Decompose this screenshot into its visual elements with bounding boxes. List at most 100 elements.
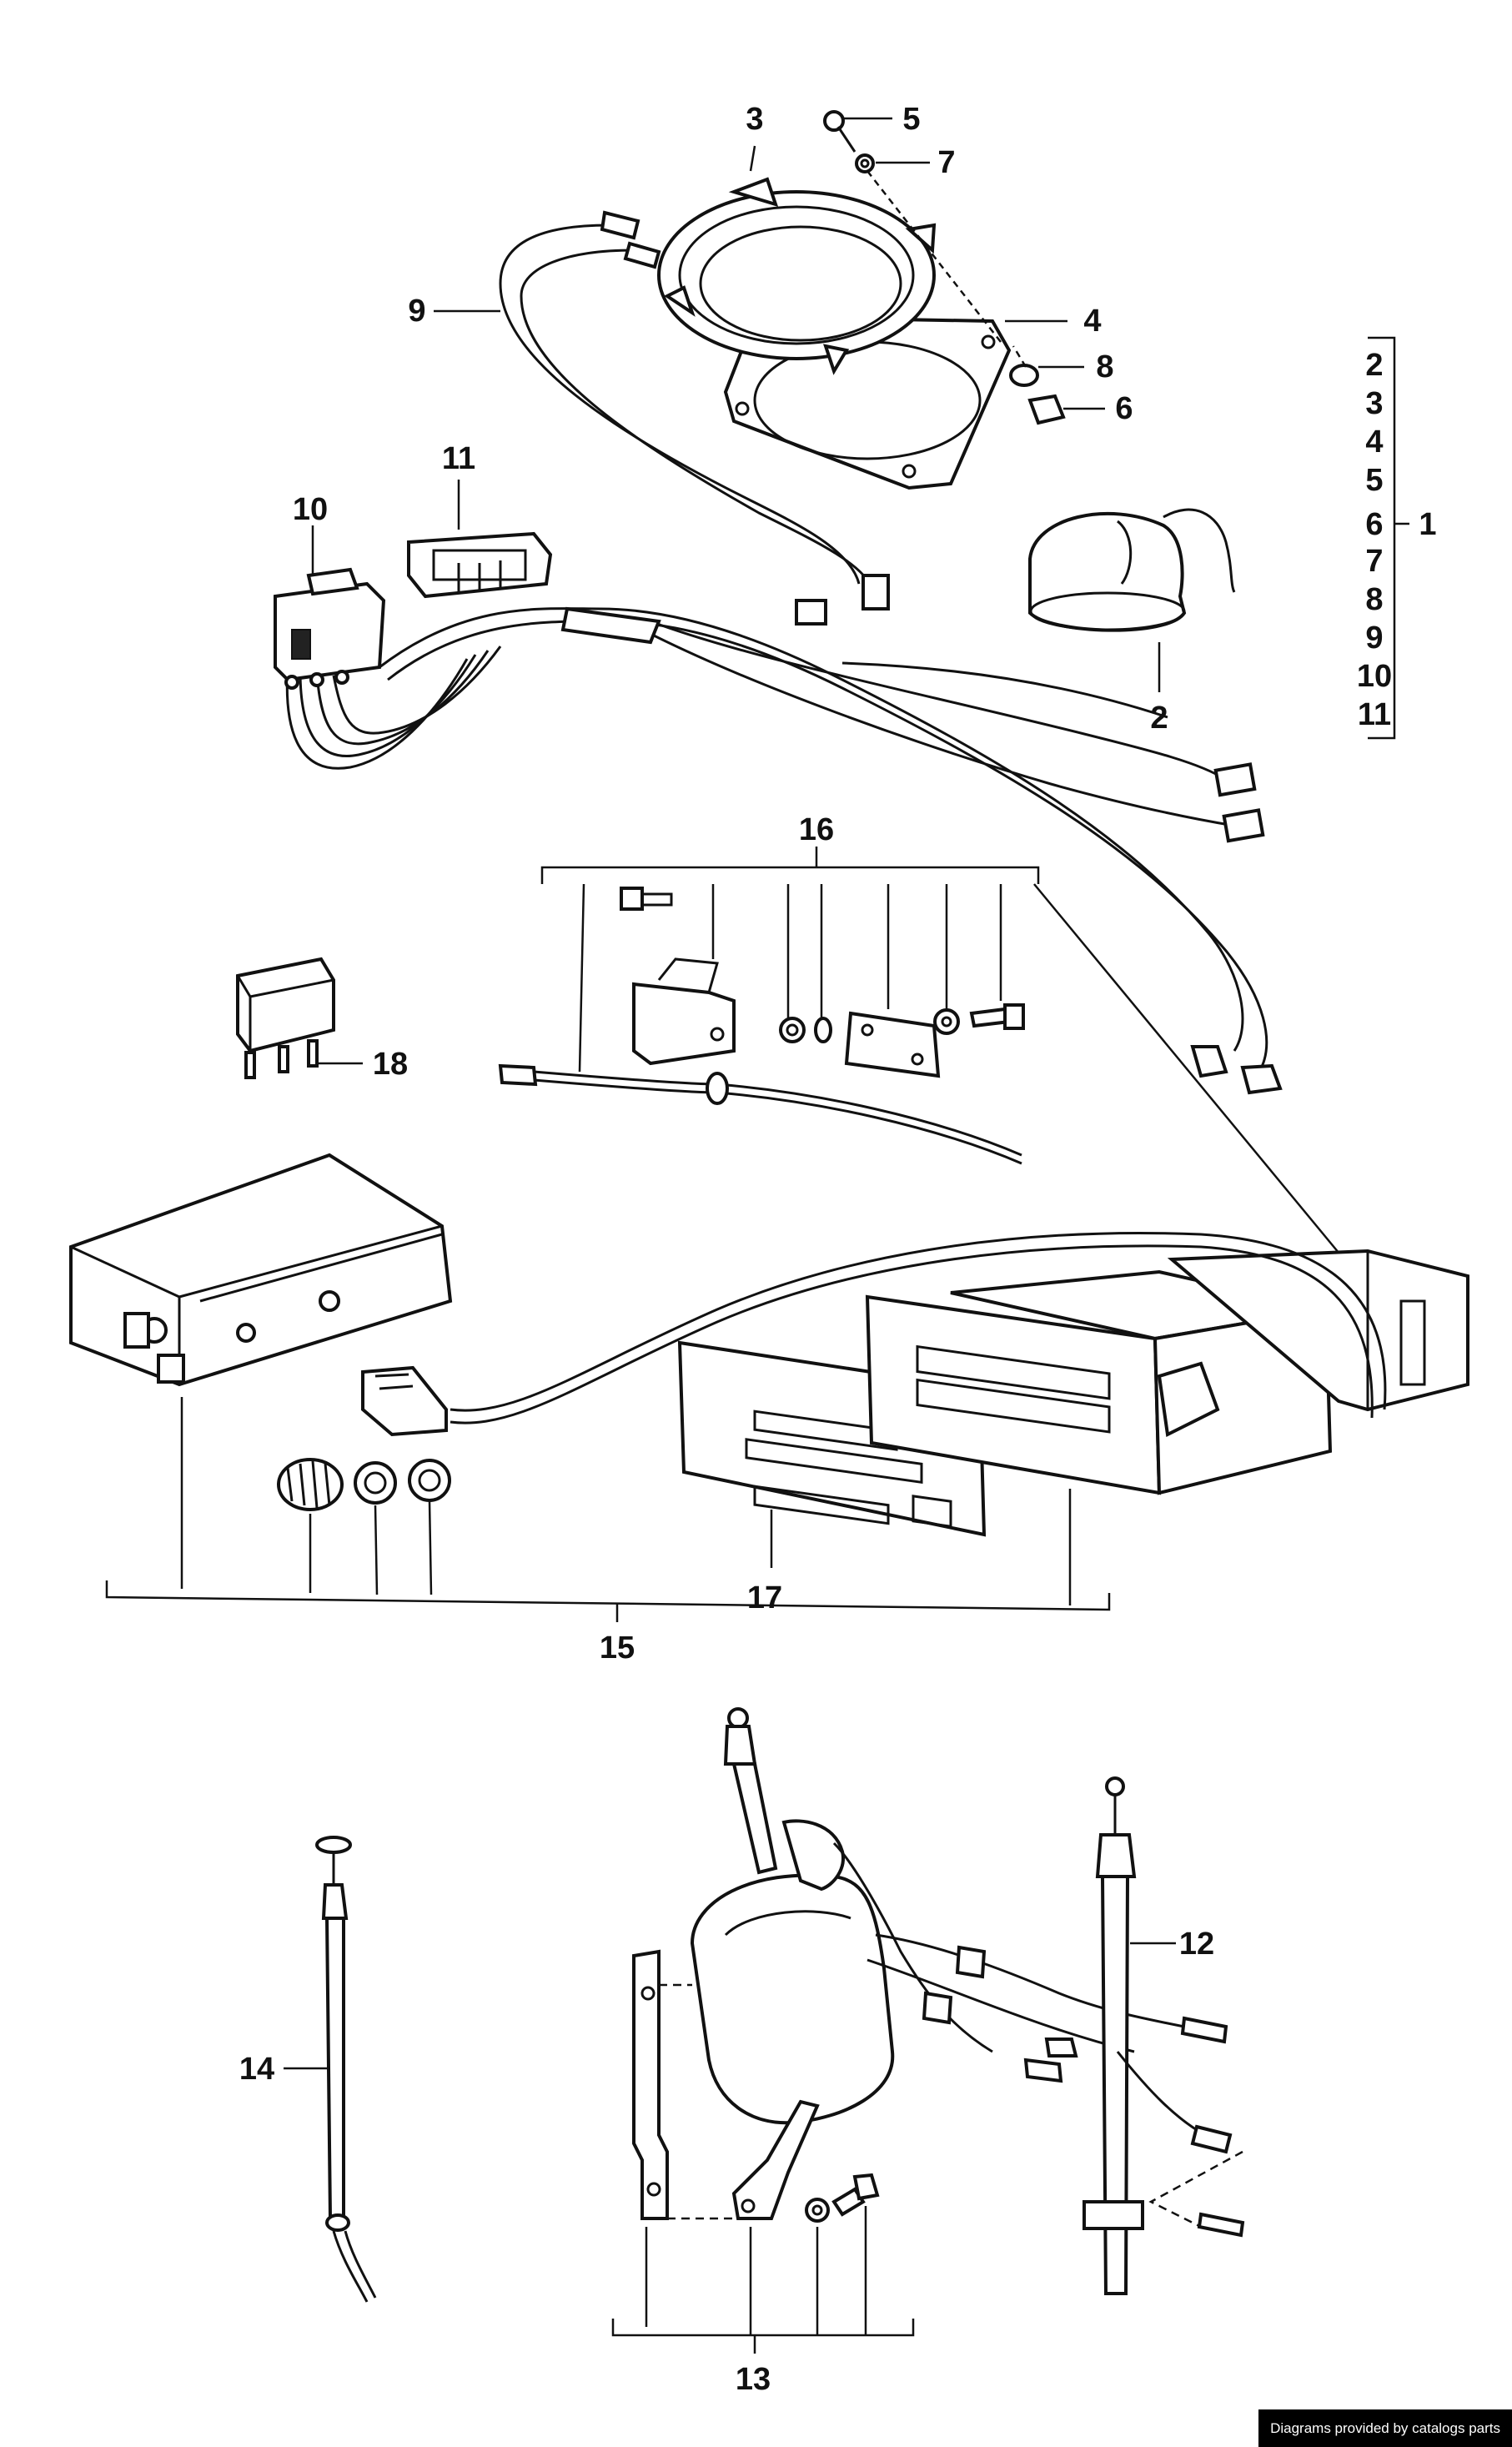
callout-leaders — [284, 117, 1176, 2070]
plate-hole — [861, 1023, 874, 1037]
bracket-item: 2 — [1365, 348, 1383, 383]
amp-jack — [319, 1290, 340, 1312]
callout-3: 3 — [746, 102, 763, 137]
leader — [374, 1505, 379, 1595]
harness-wire — [650, 620, 1227, 781]
mount-bracket — [731, 2099, 820, 2220]
knob-knurl — [286, 1460, 331, 1509]
callout-5: 5 — [902, 102, 920, 137]
relay — [236, 957, 335, 1079]
washer — [855, 153, 875, 173]
connector-plug — [600, 210, 640, 240]
coax-socket — [1197, 2212, 1245, 2238]
callout-18: 18 — [373, 1047, 408, 1082]
bracket-line — [1368, 336, 1396, 740]
housing-edge — [199, 1233, 443, 1303]
callout-1: 1 — [1419, 507, 1436, 542]
connector-plug — [623, 241, 661, 269]
leader — [428, 1500, 433, 1595]
switch-wire — [299, 654, 477, 757]
harness-sleeve — [560, 606, 661, 645]
housing-edge — [70, 1245, 180, 1299]
bracket-13 — [611, 2319, 915, 2337]
cable-end — [332, 2230, 369, 2303]
sleeve-slot — [1399, 1299, 1426, 1386]
relay-edge — [236, 975, 252, 997]
grommet — [1009, 364, 1039, 387]
antenna-cable — [450, 1244, 1374, 1424]
preset-button — [912, 1495, 952, 1528]
mounting-cup — [1028, 508, 1236, 632]
bracket-line — [105, 1580, 1111, 1611]
lock-washer — [814, 1017, 832, 1043]
bracket-item: 5 — [1365, 463, 1383, 498]
cable-ferrule — [325, 2213, 350, 2232]
mounting-hardware-kit — [498, 866, 1352, 1269]
callout-8: 8 — [1096, 349, 1113, 384]
speaker-tab — [728, 177, 779, 208]
bracket-hole — [741, 2198, 756, 2213]
bracket-1 — [1368, 336, 1409, 740]
wire-terminal — [1222, 808, 1265, 843]
callout-13: 13 — [736, 2362, 771, 2397]
switch-pin — [334, 670, 349, 685]
speaker-cone-rim — [678, 205, 915, 345]
bolt-head — [852, 2173, 880, 2201]
knob-nut — [354, 1461, 397, 1505]
ground-cable — [533, 1070, 1022, 1157]
callout-11: 11 — [442, 441, 475, 476]
cable-knob — [315, 1836, 352, 1854]
motor-housing — [690, 1873, 895, 2125]
antenna-cable — [450, 1232, 1387, 1412]
leader-3 — [749, 145, 756, 172]
callout-10: 10 — [293, 492, 328, 527]
l-bracket — [632, 982, 736, 1066]
harness-wire — [841, 661, 1168, 719]
radio-button-row — [916, 1378, 1111, 1434]
gasket-hole — [902, 464, 917, 479]
bracket-16 — [540, 866, 1040, 884]
harness-wire — [387, 620, 1268, 1073]
switch-terminal — [291, 629, 311, 660]
bracket-item: 7 — [1365, 544, 1383, 579]
spade-connector — [795, 599, 827, 626]
bracket-hole — [646, 2182, 661, 2197]
knob-washer-hole — [418, 1469, 441, 1492]
bracket-list: 2 3 4 5 6 7 8 9 10 11 — [1357, 348, 1392, 732]
gasket-hole — [735, 401, 750, 416]
bracket-hole — [710, 1027, 725, 1042]
assembly-line — [867, 170, 1002, 343]
ground-strap — [1163, 508, 1236, 593]
mount-bracket — [632, 1949, 669, 2220]
nut — [779, 1017, 806, 1043]
leader — [578, 883, 585, 1073]
ring-terminal — [498, 1063, 538, 1087]
cable-assembly — [315, 1836, 377, 2303]
relay-edge — [249, 978, 334, 998]
speaker-cone — [699, 225, 902, 342]
switch-bezel — [407, 531, 553, 599]
wire-terminal — [1213, 762, 1257, 797]
antenna-plug — [361, 1365, 448, 1437]
harness-wire — [520, 249, 873, 589]
amplifier — [69, 1153, 453, 1387]
nut-hole — [786, 1023, 799, 1037]
callout-14: 14 — [239, 2052, 274, 2087]
spade-terminal — [1044, 2037, 1078, 2058]
bolt-head — [620, 887, 644, 911]
washer-hole — [941, 1016, 952, 1028]
antenna-cable — [1116, 2051, 1206, 2137]
knob — [277, 1458, 344, 1511]
callout-2: 2 — [1150, 701, 1168, 736]
screw-head — [823, 110, 845, 132]
antenna-tube — [1100, 1875, 1130, 2295]
display-slot — [745, 1438, 923, 1485]
spade-terminal — [1023, 2058, 1063, 2083]
washer-hole — [860, 158, 870, 168]
switch-pin — [309, 672, 324, 687]
power-antenna — [611, 1707, 1228, 2354]
mast-tip — [727, 1707, 749, 1729]
callout-12: 12 — [1179, 1927, 1214, 1962]
ground-cable — [533, 1078, 1022, 1165]
watermark: Diagrams provided by catalogs parts — [1258, 2409, 1512, 2447]
